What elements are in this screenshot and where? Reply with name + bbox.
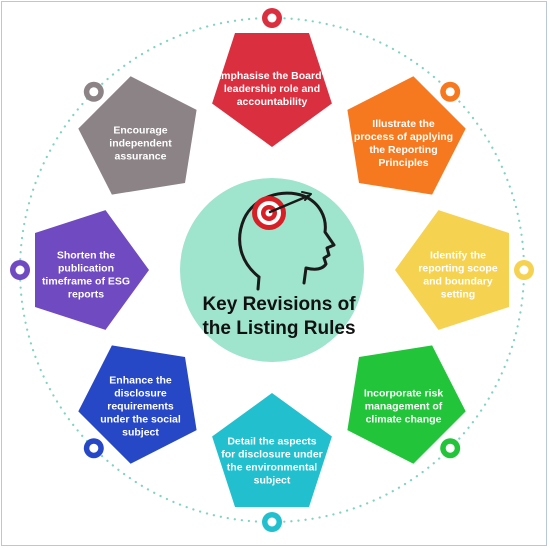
segment-esg-timeframe bbox=[35, 210, 149, 330]
segment-label-reporting-principles: Illustrate the bbox=[372, 118, 435, 130]
segment-label-esg-timeframe: reports bbox=[68, 289, 104, 301]
segment-label-environmental-aspects: for disclosure under bbox=[221, 449, 323, 461]
segment-label-environmental-aspects: subject bbox=[254, 475, 291, 487]
ring-dot-center-reporting-principles bbox=[445, 87, 455, 97]
segment-label-independent-assurance: Encourage bbox=[113, 125, 167, 137]
center-circle bbox=[180, 178, 364, 362]
segment-environmental-aspects bbox=[212, 393, 332, 507]
segment-label-social-requirements: under the social bbox=[100, 414, 181, 426]
segment-reporting-scope bbox=[395, 210, 509, 330]
segment-label-environmental-aspects: Detail the aspects bbox=[227, 436, 316, 448]
diagram-title-line-1: Key Revisions of bbox=[202, 294, 356, 315]
head-with-target-icon bbox=[238, 191, 336, 291]
segment-label-board-leadership: Emphasise the Board's bbox=[214, 70, 330, 82]
segment-label-reporting-principles: process of applying bbox=[354, 131, 453, 143]
segment-label-reporting-scope: and boundary bbox=[423, 276, 493, 288]
ring-dot-center-social-requirements bbox=[89, 443, 99, 453]
ring-dot-center-reporting-scope bbox=[519, 265, 529, 275]
segment-label-environmental-aspects: the environmental bbox=[227, 462, 318, 474]
segment-label-social-requirements: requirements bbox=[107, 401, 174, 413]
segment-label-climate-risk: Incorporate risk bbox=[364, 388, 444, 400]
segment-label-reporting-scope: setting bbox=[441, 289, 475, 301]
segment-label-esg-timeframe: timeframe of ESG bbox=[42, 276, 130, 288]
segment-independent-assurance bbox=[78, 76, 197, 195]
segment-label-social-requirements: subject bbox=[122, 427, 159, 439]
segment-label-esg-timeframe: Shorten the bbox=[57, 250, 115, 262]
segment-label-board-leadership: accountability bbox=[237, 96, 308, 108]
ring-dot-center-independent-assurance bbox=[89, 87, 99, 97]
segment-social-requirements bbox=[78, 345, 197, 464]
segment-label-board-leadership: leadership role and bbox=[224, 83, 320, 95]
ring-dot-center-environmental-aspects bbox=[267, 517, 277, 527]
segment-label-reporting-scope: reporting scope bbox=[418, 263, 498, 275]
segment-label-reporting-principles: Principles bbox=[378, 157, 428, 169]
segment-label-social-requirements: Enhance the bbox=[109, 375, 172, 387]
segment-climate-risk bbox=[347, 345, 466, 464]
ring-dot-center-esg-timeframe bbox=[15, 265, 25, 275]
segment-reporting-principles bbox=[347, 76, 466, 195]
segment-label-reporting-principles: the Reporting bbox=[369, 144, 437, 156]
ring-dot-center-board-leadership bbox=[267, 13, 277, 23]
segment-label-climate-risk: climate change bbox=[366, 414, 442, 426]
segment-board-leadership bbox=[212, 33, 332, 147]
segment-label-esg-timeframe: publication bbox=[58, 263, 114, 275]
segment-label-reporting-scope: Identify the bbox=[430, 250, 486, 262]
diagram-title-line-2: the Listing Rules bbox=[202, 318, 355, 339]
segment-label-social-requirements: disclosure bbox=[114, 388, 167, 400]
segment-label-independent-assurance: assurance bbox=[115, 151, 167, 163]
segment-label-climate-risk: management of bbox=[365, 401, 443, 413]
segment-label-independent-assurance: independent bbox=[109, 138, 172, 150]
ring-dot-center-climate-risk bbox=[445, 443, 455, 453]
